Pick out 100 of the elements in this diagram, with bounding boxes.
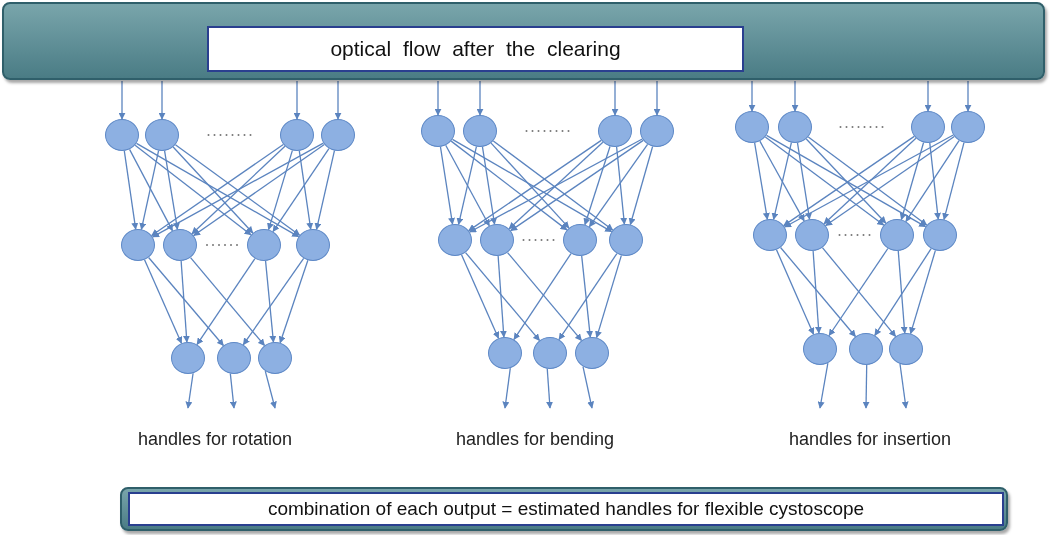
neuron-circle — [951, 111, 985, 143]
arrow — [180, 260, 190, 343]
arrow — [264, 260, 277, 343]
arrow — [445, 144, 490, 227]
arrow — [314, 150, 336, 231]
neuron-circle — [911, 111, 945, 143]
arrow — [123, 150, 139, 230]
arrow — [581, 255, 594, 338]
arrow — [583, 145, 611, 226]
neuron-circle — [735, 111, 769, 143]
arrow — [502, 367, 511, 409]
neuron-circle — [480, 224, 514, 256]
arrow — [451, 138, 613, 233]
neuron-circle — [778, 111, 812, 143]
neuron-circle — [258, 342, 292, 374]
arrow — [298, 150, 314, 230]
neuron-circle — [217, 342, 251, 374]
arrow — [825, 135, 955, 227]
arrow — [924, 80, 932, 112]
arrow — [812, 250, 822, 334]
arrow — [964, 80, 972, 112]
arrow — [615, 146, 628, 225]
arrow — [759, 140, 805, 222]
arrow — [771, 142, 793, 221]
arrow — [595, 254, 622, 339]
arrow — [909, 249, 937, 335]
neuron-circle — [247, 229, 281, 261]
arrow — [460, 254, 500, 339]
neuron-circle — [609, 224, 643, 256]
neuron-circle — [296, 229, 330, 261]
arrow — [828, 247, 889, 337]
neuron-circle — [598, 115, 632, 147]
arrow — [805, 138, 887, 224]
arrow — [174, 144, 301, 236]
arrow — [546, 368, 554, 409]
neuron-circle — [321, 119, 355, 151]
arrow — [905, 139, 960, 223]
arrow — [434, 80, 442, 116]
arrow — [163, 150, 180, 230]
neuron-circle — [889, 333, 923, 365]
arrow — [513, 252, 572, 341]
arrow — [481, 146, 497, 225]
neuron-circle — [463, 115, 497, 147]
arrow — [862, 364, 870, 409]
arrow — [899, 141, 925, 221]
neuron-circle — [488, 337, 522, 369]
arrow — [189, 256, 266, 347]
arrow — [899, 363, 909, 409]
arrow — [464, 251, 541, 342]
arrow — [558, 252, 618, 341]
arrow — [128, 148, 174, 232]
arrow — [135, 142, 300, 238]
arrow — [158, 80, 166, 120]
arrow — [152, 142, 324, 238]
arrow — [242, 257, 305, 346]
arrow — [942, 141, 965, 221]
neuron-circle — [533, 337, 567, 369]
arrow — [821, 247, 897, 337]
text-box: optical flow after the clearing — [207, 26, 744, 72]
arrow — [147, 256, 225, 347]
arrow — [748, 80, 756, 112]
arrow — [775, 249, 815, 335]
output-label: handles for bending — [425, 428, 645, 450]
arrow — [151, 143, 284, 237]
neuron-circle — [171, 342, 205, 374]
header-bar — [2, 2, 1045, 80]
neuron-circle — [640, 115, 674, 147]
arrow — [764, 136, 885, 226]
arrow — [779, 246, 857, 338]
arrow — [229, 372, 237, 409]
arrow — [143, 259, 183, 344]
arrow — [492, 140, 614, 231]
neuron-circle — [121, 229, 155, 261]
neuron-circle — [105, 119, 139, 151]
arrow — [765, 134, 927, 228]
header-bar — [120, 487, 1008, 531]
arrow — [628, 145, 654, 226]
arrow — [272, 147, 330, 233]
neuron-circle — [145, 119, 179, 151]
neuron-circle — [803, 333, 837, 365]
arrow — [490, 142, 570, 229]
arrow — [439, 146, 455, 225]
arrow — [293, 80, 301, 120]
neuron-circle — [438, 224, 472, 256]
arrow — [817, 362, 829, 409]
arrow — [172, 146, 254, 234]
arrow — [783, 135, 915, 227]
neuron-circle — [849, 333, 883, 365]
arrow — [611, 80, 619, 116]
arrow — [874, 248, 932, 336]
arrow — [468, 139, 602, 232]
arrow — [506, 251, 583, 342]
arrow — [118, 80, 126, 120]
arrow — [456, 146, 478, 226]
arrow — [264, 370, 277, 409]
neuron-circle — [421, 115, 455, 147]
arrow — [796, 142, 812, 220]
output-label: handles for insertion — [760, 428, 980, 450]
arrow — [897, 250, 908, 334]
arrow — [588, 143, 649, 228]
